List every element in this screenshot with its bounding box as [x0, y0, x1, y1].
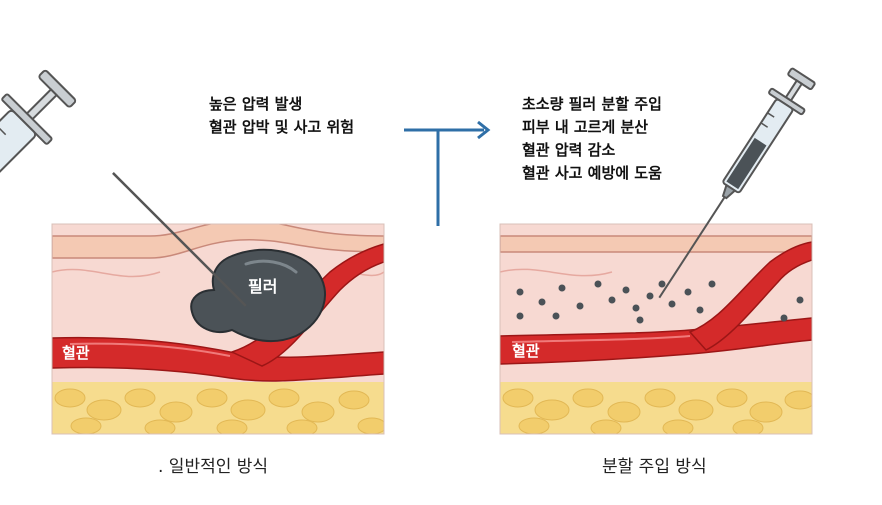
right-note-2: 피부 내 고르게 분산 — [522, 118, 649, 136]
right-note-4: 혈관 사고 예방에 도움 — [522, 164, 662, 182]
filler-blob — [190, 248, 326, 343]
right-skin-block: 혈관 — [500, 224, 812, 434]
dispersed-filler-dots — [516, 280, 804, 324]
right-note-1: 초소량 필러 분할 주입 — [522, 95, 662, 113]
left-skin-block: 필러 혈관 — [52, 224, 384, 434]
transition-arrow — [404, 120, 491, 226]
filler-label: 필러 — [248, 277, 277, 296]
right-note-3: 혈관 압력 감소 — [522, 141, 616, 159]
left-caption: . 일반적인 방식 — [158, 457, 269, 477]
left-note-2: 혈관 압박 및 사고 위험 — [209, 118, 355, 136]
left-syringe — [112, 172, 247, 307]
right-syringe — [658, 67, 816, 299]
left-note-1: 높은 압력 발생 — [209, 95, 303, 113]
right-caption: 분할 주입 방식 — [602, 457, 707, 477]
left-vessel — [52, 336, 384, 382]
right-vessel-label: 혈관 — [512, 342, 540, 360]
left-vessel-label: 혈관 — [62, 344, 90, 362]
